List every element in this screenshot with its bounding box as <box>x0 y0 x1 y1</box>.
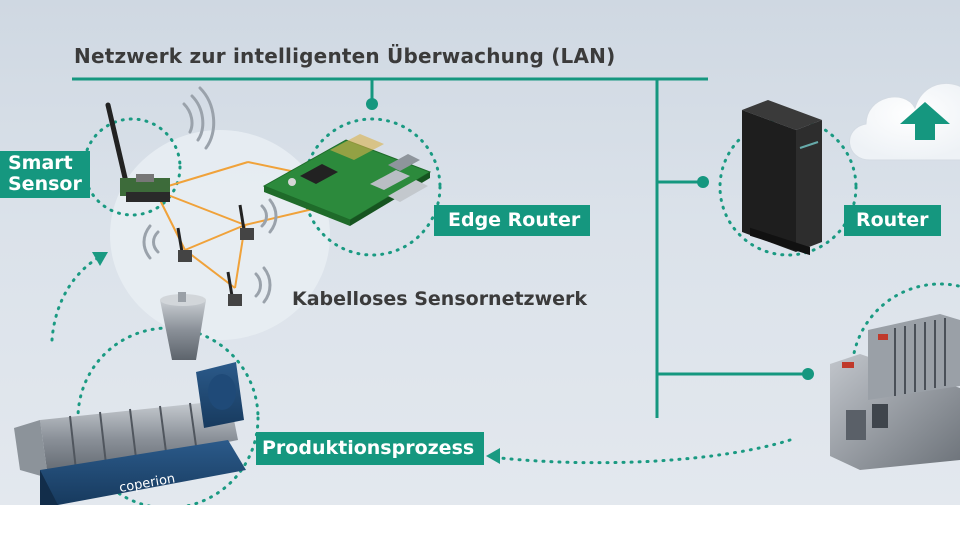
extruder-machine <box>14 292 246 505</box>
lan-bus <box>72 77 808 418</box>
production-process-label: Produktionsprozess <box>256 432 485 465</box>
diagram-stage: coperion Netzwerk zur intelligenten Über… <box>0 0 960 505</box>
lan-title: Netzwerk zur intelligenten Überwachung (… <box>74 44 616 68</box>
smart-sensor-label-line2: Sensor <box>8 173 82 195</box>
raspberry-pi-board <box>262 134 432 226</box>
wifi-signal-icon <box>142 86 278 304</box>
diagram-canvas: coperion <box>14 77 960 505</box>
smart-sensor-label-line1: Smart <box>8 152 73 174</box>
router-device <box>742 100 822 256</box>
smart-sensor-label: Smart Sensor <box>0 151 90 198</box>
smart-sensor-device <box>105 102 170 202</box>
plc-controller <box>830 314 960 470</box>
router-label: Router <box>844 205 941 236</box>
edge-router-label: Edge Router <box>434 205 591 236</box>
cloud-upload-icon <box>849 82 960 161</box>
process-arrows <box>50 256 792 465</box>
wireless-sensor-network-label: Kabelloses Sensornetzwerk <box>292 288 588 310</box>
bus-junctions <box>366 98 814 380</box>
sensor-nodes <box>176 204 254 306</box>
arrow-heads <box>92 252 500 464</box>
